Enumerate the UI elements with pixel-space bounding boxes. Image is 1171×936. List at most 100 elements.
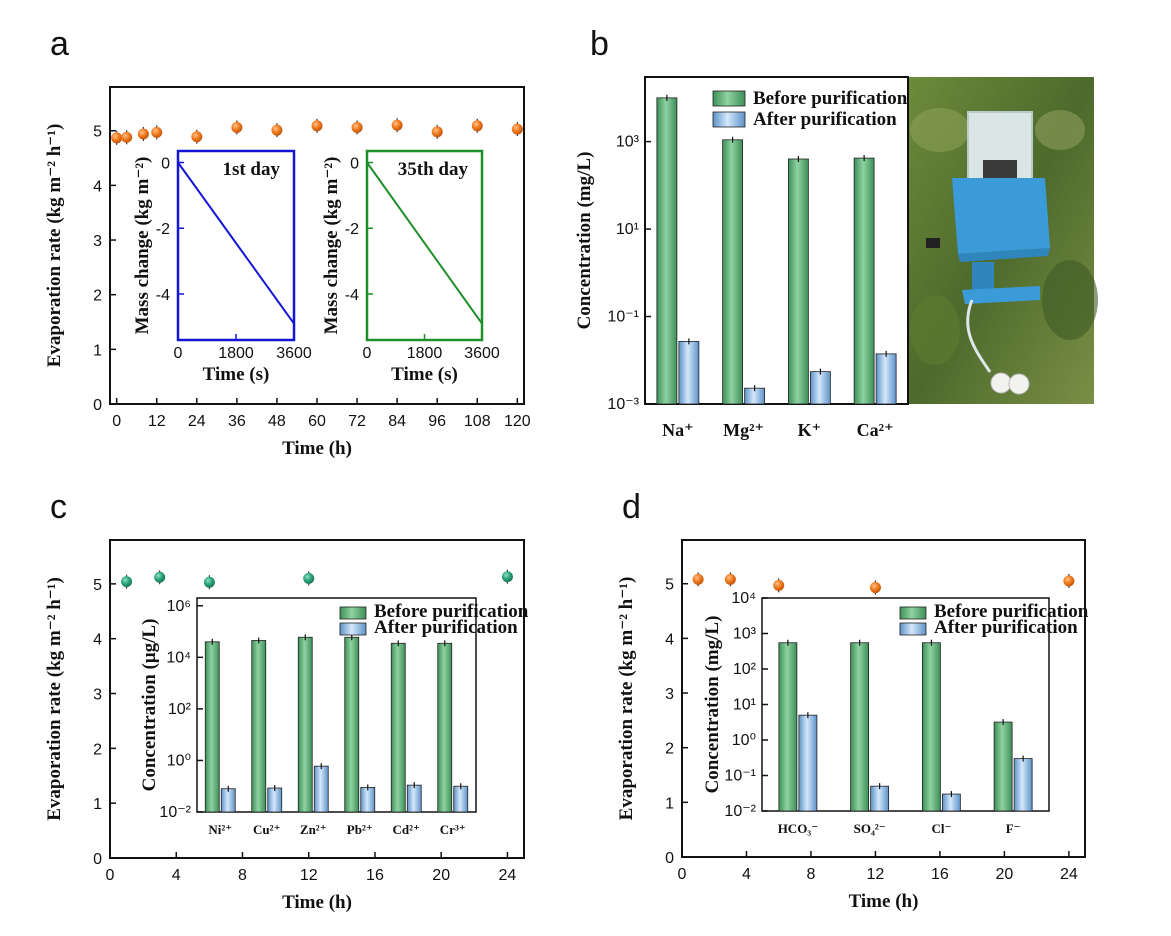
y-tick-label: 4 xyxy=(93,178,102,195)
bar-after xyxy=(809,371,831,405)
legend-label: After purification xyxy=(753,109,897,130)
data-point xyxy=(121,131,133,143)
bar-after xyxy=(220,788,236,813)
category-label: SO₄²⁻ xyxy=(854,821,886,836)
y-tick-label: 5 xyxy=(665,577,674,594)
data-point xyxy=(471,120,483,132)
data-point xyxy=(431,126,443,138)
day-annotation: 1st day xyxy=(222,159,280,180)
x-tick-label: 72 xyxy=(348,413,366,430)
x-axis-title: Time (s) xyxy=(391,364,458,385)
category-label: Ni²⁺ xyxy=(208,822,232,837)
data-point xyxy=(391,119,403,131)
bar-before xyxy=(787,158,809,405)
x-tick-label: 16 xyxy=(366,867,384,884)
category-label: Cr³⁺ xyxy=(440,822,466,837)
data-point xyxy=(191,131,203,143)
y-tick-label: 2 xyxy=(665,741,674,758)
bar-after xyxy=(678,341,700,405)
bar-before xyxy=(921,642,941,812)
y-axis-title: Mass change (kg m⁻²) xyxy=(321,157,342,335)
device-photo xyxy=(909,77,1098,404)
plot-frame xyxy=(681,539,1086,858)
y-axis-title: Concentration (mg/L) xyxy=(702,616,723,794)
data-point xyxy=(231,121,243,133)
plot-frame xyxy=(109,86,525,405)
y-tick-label: 10⁶ xyxy=(167,598,191,615)
x-tick-label: 4 xyxy=(742,866,751,883)
data-point xyxy=(137,128,149,140)
data-point xyxy=(724,573,736,585)
x-tick-label: 24 xyxy=(1060,866,1078,883)
x-tick-label: 48 xyxy=(268,413,286,430)
x-axis-title: Time (s) xyxy=(203,364,270,385)
y-tick-label: -4 xyxy=(345,287,359,304)
bar-after xyxy=(453,785,469,813)
bar-after xyxy=(1013,758,1033,812)
data-point xyxy=(111,132,123,144)
data-point xyxy=(271,124,283,136)
x-tick-label: 1800 xyxy=(218,345,254,362)
category-label: Ca²⁺ xyxy=(857,420,894,440)
y-tick-label: 10⁻¹ xyxy=(607,309,639,326)
x-axis-title: Time (h) xyxy=(849,891,919,912)
x-tick-label: 12 xyxy=(148,413,166,430)
x-tick-label: 8 xyxy=(807,866,816,883)
bar-before xyxy=(204,641,220,813)
x-axis-title: Time (h) xyxy=(282,438,352,459)
bar-after xyxy=(267,787,283,813)
legend-swatch xyxy=(339,622,367,636)
category-label: K⁺ xyxy=(798,420,822,440)
y-tick-label: 10² xyxy=(733,661,757,678)
y-tick-label: 10¹ xyxy=(733,697,756,714)
bar-after xyxy=(360,786,376,813)
plot-frame xyxy=(109,539,525,859)
data-point xyxy=(869,582,881,594)
category-label: Zn²⁺ xyxy=(300,822,327,837)
x-tick-label: 120 xyxy=(504,413,531,430)
panel-letter-b: b xyxy=(590,25,609,63)
bar-before xyxy=(850,642,870,812)
y-tick-label: 10⁻² xyxy=(724,803,756,820)
x-tick-label: 24 xyxy=(499,867,517,884)
series-line xyxy=(177,161,295,325)
category-label: Pb²⁺ xyxy=(347,822,373,837)
x-tick-label: 20 xyxy=(432,867,450,884)
bar-after xyxy=(406,784,422,813)
y-tick-label: 10⁰ xyxy=(732,732,756,749)
x-tick-label: 3600 xyxy=(276,345,312,362)
legend-label: After purification xyxy=(374,617,518,638)
x-tick-label: 24 xyxy=(188,413,206,430)
bar-after xyxy=(875,353,897,405)
category-label: Na⁺ xyxy=(662,420,694,440)
bar-before xyxy=(437,642,453,813)
legend-label: After purification xyxy=(934,617,1078,638)
y-tick-label: 0 xyxy=(93,397,102,414)
plot-frame xyxy=(196,597,477,813)
y-axis-title: Evaporation rate (kg m⁻² h⁻¹) xyxy=(44,124,65,368)
y-tick-label: 1 xyxy=(93,796,102,813)
y-axis-title: Evaporation rate (kg m⁻² h⁻¹) xyxy=(616,577,637,821)
data-point xyxy=(121,576,133,588)
category-label: Cu²⁺ xyxy=(253,822,280,837)
y-tick-label: 10² xyxy=(168,701,192,718)
y-tick-label: 4 xyxy=(665,631,674,648)
bar-after xyxy=(870,785,890,812)
data-point xyxy=(1063,575,1075,587)
y-tick-label: 1 xyxy=(93,342,102,359)
data-point xyxy=(151,126,163,138)
x-tick-label: 12 xyxy=(300,867,318,884)
panel-letter-a: a xyxy=(50,25,69,63)
x-tick-label: 108 xyxy=(464,413,491,430)
legend-swatch xyxy=(339,606,367,620)
x-tick-label: 84 xyxy=(388,413,406,430)
y-axis-title: Evaporation rate (kg m⁻² h⁻¹) xyxy=(44,577,65,821)
bar-before xyxy=(344,636,360,813)
panel-letter-c: c xyxy=(50,488,67,526)
y-tick-label: 10⁴ xyxy=(166,649,191,666)
y-tick-label: 10³ xyxy=(616,134,640,151)
y-tick-label: 0 xyxy=(161,156,170,173)
legend-swatch xyxy=(899,622,927,636)
category-label: HCO₃⁻ xyxy=(778,821,818,836)
